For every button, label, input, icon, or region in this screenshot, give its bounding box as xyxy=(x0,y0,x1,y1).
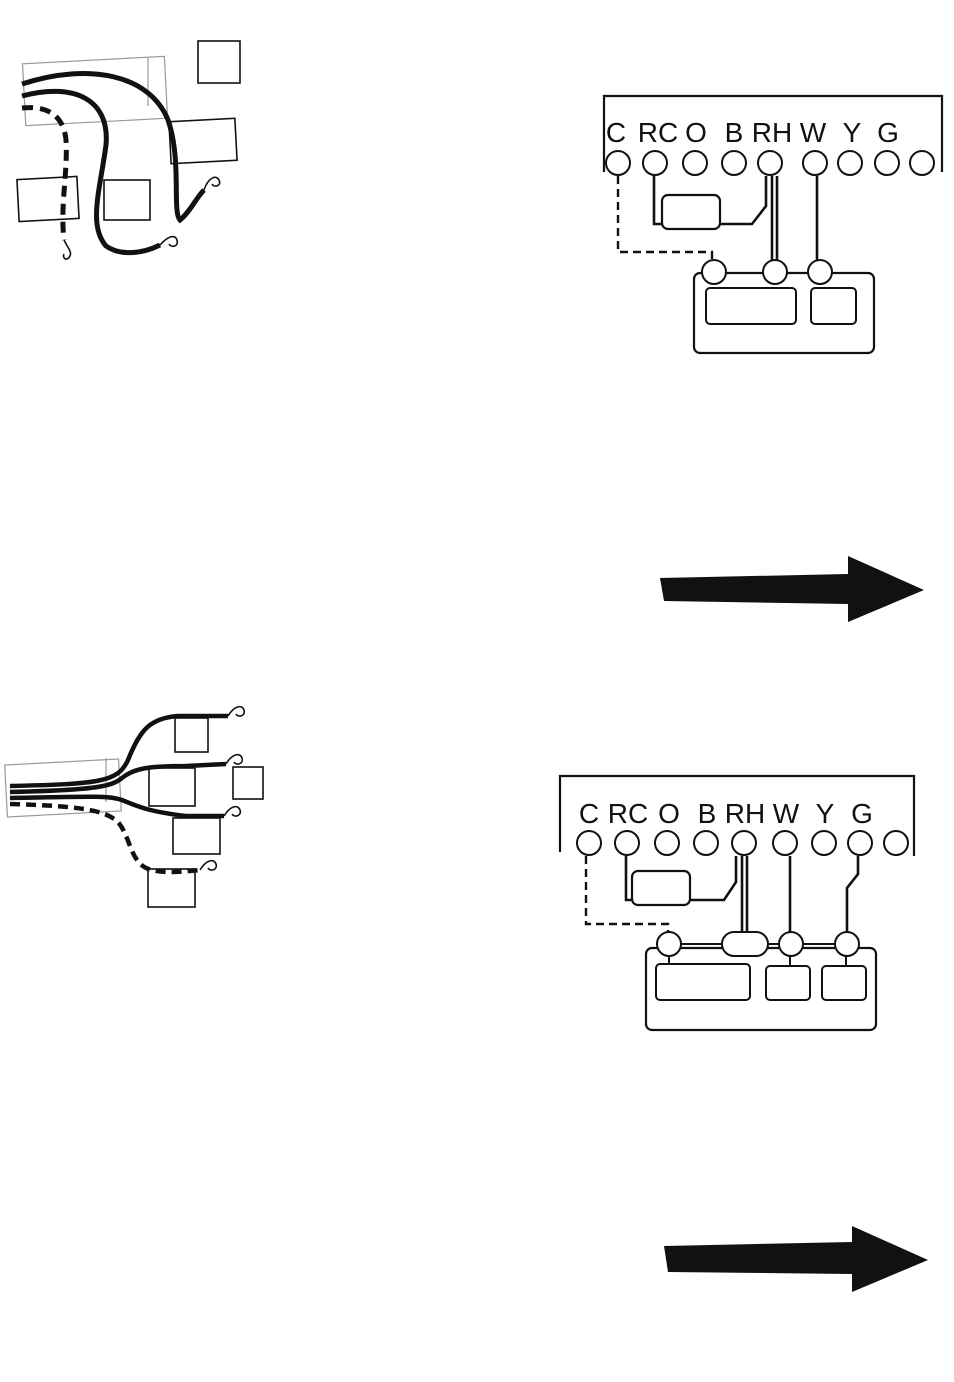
terminal-label-g: G xyxy=(877,117,899,148)
terminal-screw xyxy=(848,831,872,855)
terminal-screw xyxy=(577,831,601,855)
wire-end xyxy=(200,861,216,870)
wire-tag xyxy=(233,767,263,799)
wire-tag xyxy=(149,768,195,806)
terminal-screw xyxy=(655,831,679,855)
wire-end xyxy=(204,177,220,190)
terminal-screw xyxy=(643,151,667,175)
terminal-label-o: O xyxy=(685,117,707,148)
terminal-label-y: Y xyxy=(816,798,835,829)
wire-end xyxy=(160,237,177,247)
equipment-component xyxy=(822,966,866,1000)
terminal-screw xyxy=(683,151,707,175)
wire-tag xyxy=(198,41,240,83)
wire-end xyxy=(226,755,242,764)
wire-tag xyxy=(173,818,220,854)
equipment-component xyxy=(656,964,750,1000)
terminal-screw xyxy=(910,151,934,175)
equipment-terminal xyxy=(763,260,787,284)
wire-bundle-2 xyxy=(5,707,263,907)
equipment-component xyxy=(766,966,810,1000)
wire-solid xyxy=(22,91,160,252)
equipment-terminal xyxy=(722,932,768,956)
terminal-label-w: W xyxy=(773,798,800,829)
terminal-screw-row xyxy=(606,151,934,175)
equipment-terminal xyxy=(779,932,803,956)
terminal-screw xyxy=(694,831,718,855)
wire-tag xyxy=(104,180,150,220)
terminal-screw xyxy=(803,151,827,175)
terminal-screw xyxy=(773,831,797,855)
relay-component xyxy=(662,195,720,229)
wire-tag xyxy=(169,118,237,163)
terminal-label-b: B xyxy=(725,117,744,148)
terminal-screw xyxy=(884,831,908,855)
terminal-screw xyxy=(812,831,836,855)
terminal-label-o: O xyxy=(658,798,680,829)
terminal-label-rh: RH xyxy=(752,117,792,148)
equipment-component xyxy=(706,288,796,324)
terminal-label-rc: RC xyxy=(608,798,648,829)
terminal-screw xyxy=(722,151,746,175)
terminal-label-b: B xyxy=(698,798,717,829)
equipment-board xyxy=(694,273,874,353)
terminal-label-rh: RH xyxy=(725,798,765,829)
terminal-label-c: C xyxy=(606,117,626,148)
terminal-label-rc: RC xyxy=(638,117,678,148)
wire-end xyxy=(224,807,240,816)
terminal-label-c: C xyxy=(579,798,599,829)
equipment-terminal xyxy=(702,260,726,284)
equipment-terminal xyxy=(808,260,832,284)
terminal-screw xyxy=(606,151,630,175)
wire-solid xyxy=(22,74,204,220)
wire-bundle-1 xyxy=(17,41,240,259)
terminal-screw xyxy=(875,151,899,175)
right-arrow-icon xyxy=(664,1226,928,1292)
terminal-screw-row xyxy=(577,831,908,855)
equipment-terminal xyxy=(657,932,681,956)
relay-component xyxy=(632,871,690,905)
wire-tag xyxy=(175,718,208,752)
equipment-terminal xyxy=(835,932,859,956)
terminal-screw xyxy=(615,831,639,855)
terminal-label-w: W xyxy=(800,117,827,148)
equipment-board xyxy=(646,948,876,1030)
wire-tag xyxy=(17,176,79,221)
wire-end xyxy=(228,707,244,716)
terminal-screw xyxy=(838,151,862,175)
terminal-screw xyxy=(758,151,782,175)
equipment-component xyxy=(811,288,856,324)
terminal-label-y: Y xyxy=(843,117,862,148)
wire-tag xyxy=(148,869,195,907)
right-arrow-icon xyxy=(660,556,924,622)
terminal-label-g: G xyxy=(851,798,873,829)
terminal-screw xyxy=(732,831,756,855)
wire-end xyxy=(64,240,71,259)
